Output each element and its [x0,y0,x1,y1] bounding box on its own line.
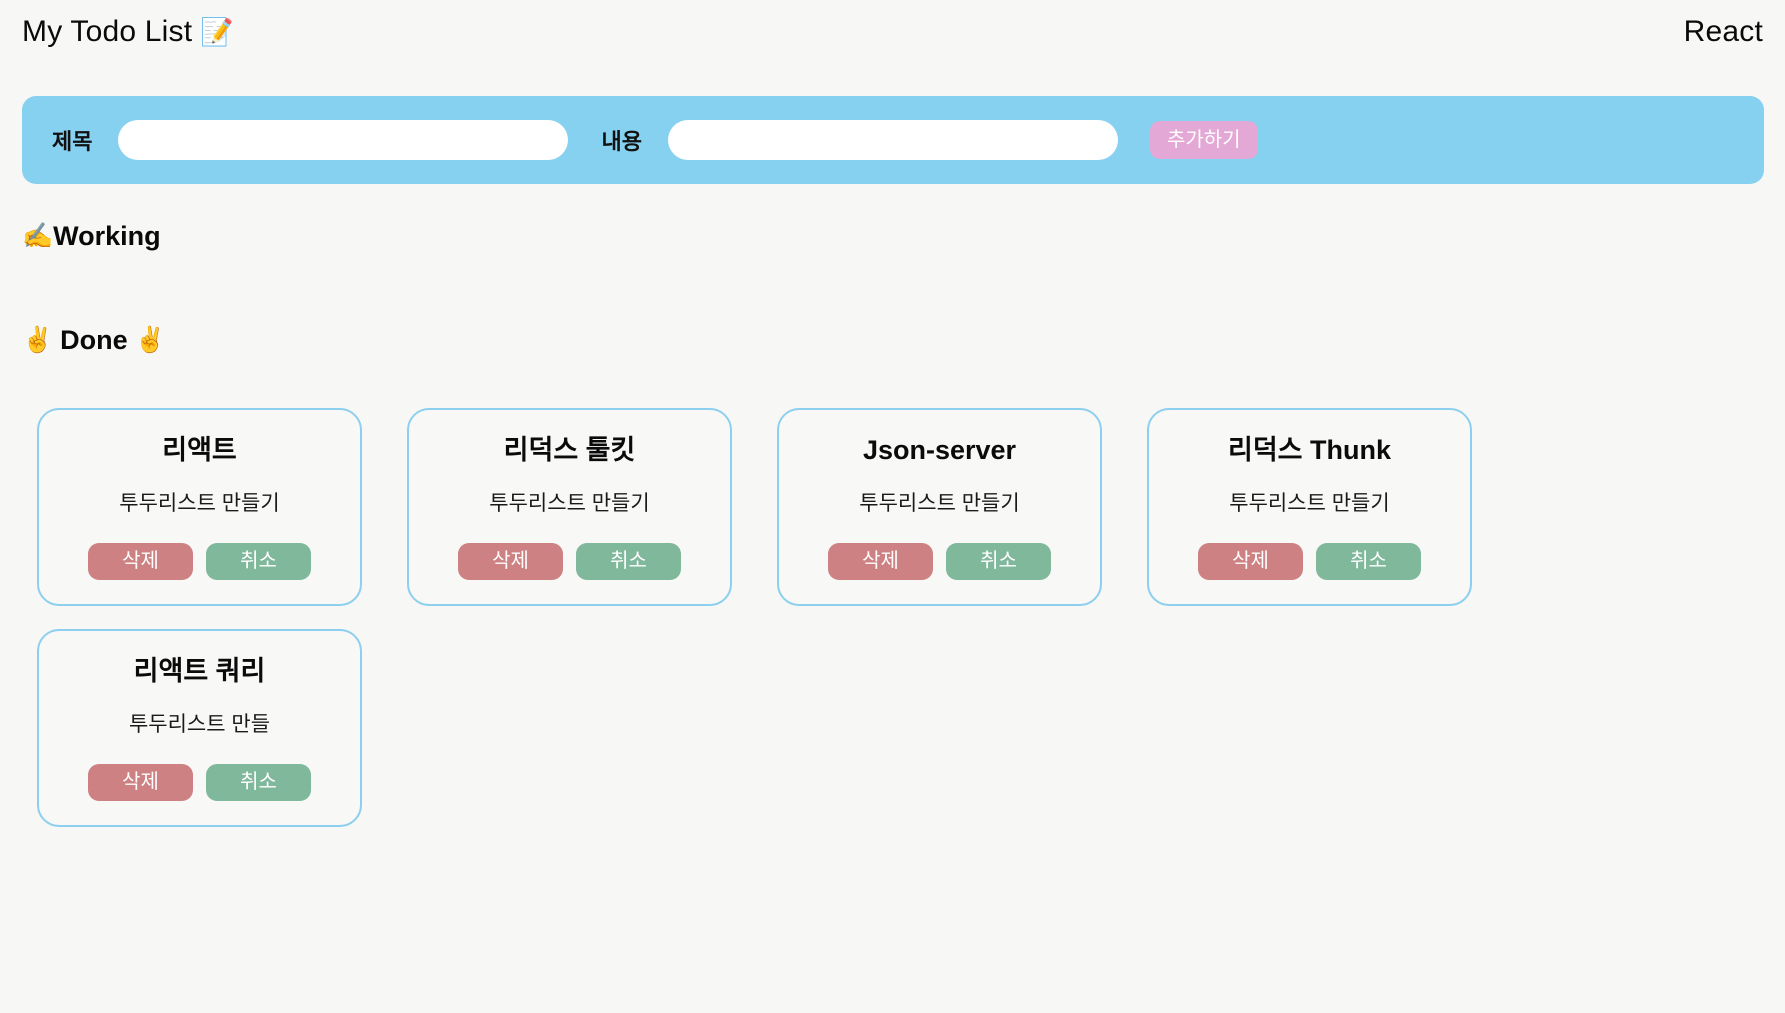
app-header: My Todo List 📝 React [0,0,1785,64]
victory-hand-icon-left: ✌️ [22,326,54,354]
done-card-grid: 리액트 투두리스트 만들기 삭제 취소 리덕스 툴킷 투두리스트 만들기 삭제 … [37,408,1757,850]
delete-button[interactable]: 삭제 [1198,542,1303,580]
todo-card-body: 투두리스트 만들기 [1229,491,1390,515]
todo-card-title: 리덕스 툴킷 [503,435,636,466]
add-todo-button[interactable]: 추가하기 [1149,121,1258,159]
cancel-button[interactable]: 취소 [206,763,311,801]
todo-card-body: 투두리스트 만들 [128,712,271,736]
todo-card[interactable]: 리액트 쿼리 투두리스트 만들 삭제 취소 [37,629,362,827]
todo-card-body: 투두리스트 만들기 [489,491,650,515]
page-title: My Todo List 📝 [22,15,234,49]
cancel-button[interactable]: 취소 [1316,542,1421,580]
delete-button[interactable]: 삭제 [88,763,193,801]
cancel-button[interactable]: 취소 [206,542,311,580]
todo-card[interactable]: 리액트 투두리스트 만들기 삭제 취소 [37,408,362,606]
todo-card-title: 리덕스 Thunk [1227,435,1391,466]
todo-card-actions: 삭제 취소 [1198,542,1421,580]
page-title-text: My Todo List [22,15,193,48]
todo-card-title: 리액트 [162,435,237,466]
todo-card-title: Json-server [862,435,1017,466]
cancel-button[interactable]: 취소 [946,542,1051,580]
todo-card-actions: 삭제 취소 [88,763,311,801]
todo-card-body: 투두리스트 만들기 [859,491,1020,515]
delete-button[interactable]: 삭제 [88,542,193,580]
section-heading-done: ✌️ Done ✌️ [22,325,166,356]
todo-card[interactable]: 리덕스 툴킷 투두리스트 만들기 삭제 취소 [407,408,732,606]
title-input[interactable] [118,120,569,160]
todo-card-body: 투두리스트 만들기 [119,491,280,515]
card-row: 리액트 쿼리 투두리스트 만들 삭제 취소 [37,629,1757,827]
todo-card-actions: 삭제 취소 [458,542,681,580]
cancel-button[interactable]: 취소 [576,542,681,580]
todo-card-title: 리액트 쿼리 [133,656,266,687]
writing-hand-icon: ✍️ [22,222,54,250]
victory-hand-icon-right: ✌️ [134,326,166,354]
todo-input-bar: 제목 내용 추가하기 [22,96,1764,184]
title-field-label: 제목 [52,129,93,154]
section-heading-working: ✍️ Working [22,221,161,252]
todo-card-actions: 삭제 취소 [828,542,1051,580]
header-framework-label: React [1683,15,1763,48]
memo-icon: 📝 [200,16,235,47]
todo-card[interactable]: 리덕스 Thunk 투두리스트 만들기 삭제 취소 [1147,408,1472,606]
section-heading-done-label: Done [60,325,128,355]
card-row: 리액트 투두리스트 만들기 삭제 취소 리덕스 툴킷 투두리스트 만들기 삭제 … [37,408,1757,606]
body-input[interactable] [667,120,1118,160]
todo-card-actions: 삭제 취소 [88,542,311,580]
delete-button[interactable]: 삭제 [828,542,933,580]
section-heading-working-label: Working [53,221,161,251]
todo-card[interactable]: Json-server 투두리스트 만들기 삭제 취소 [777,408,1102,606]
delete-button[interactable]: 삭제 [458,542,563,580]
body-field-label: 내용 [601,129,642,154]
